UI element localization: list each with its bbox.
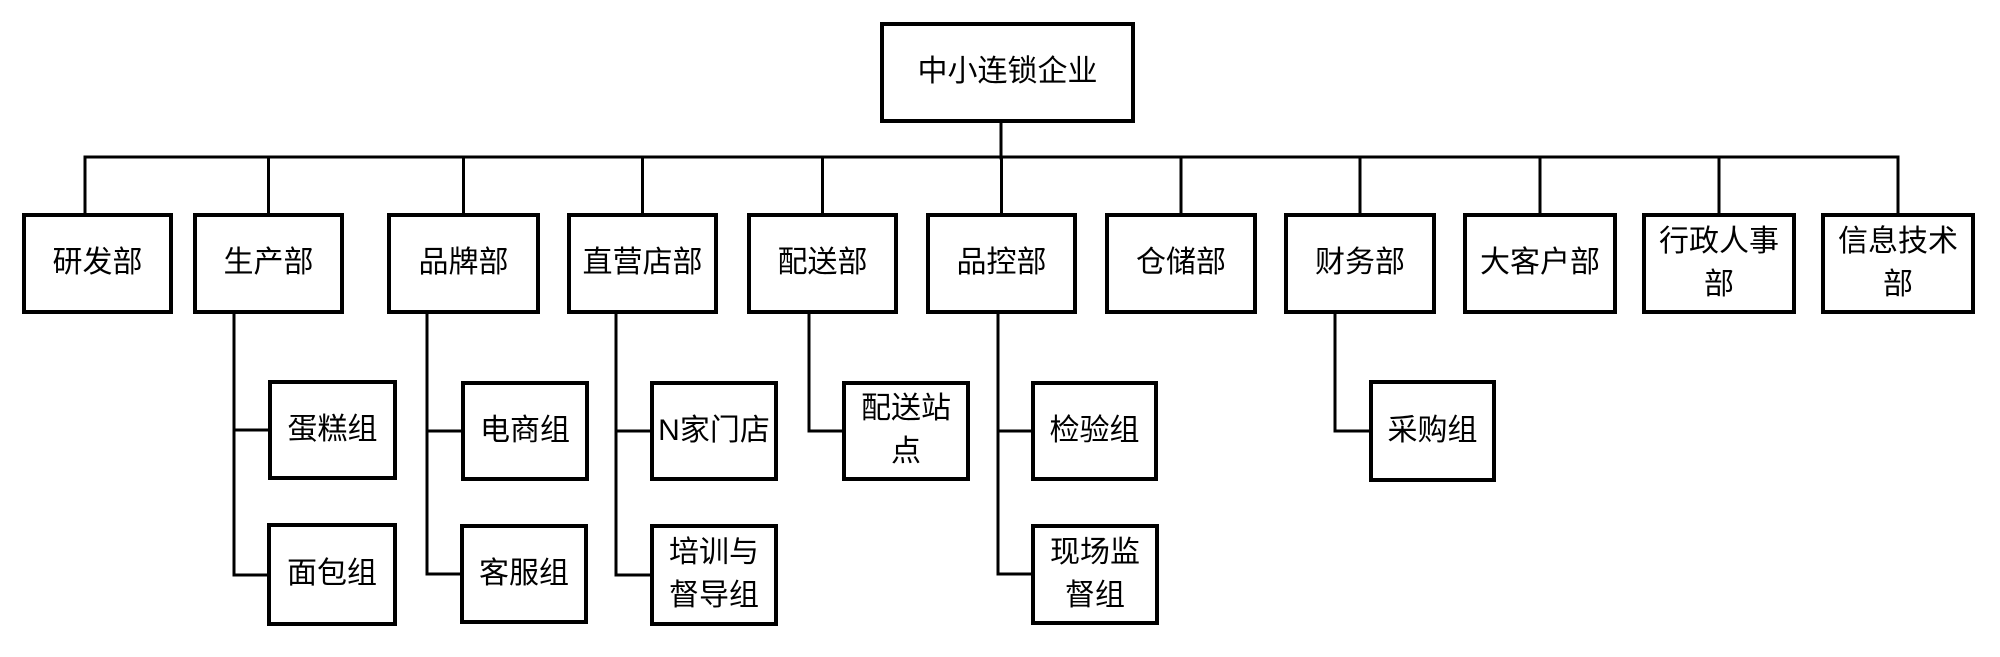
connector-brand-children — [425, 312, 463, 576]
node-production-dept: 生产部 — [193, 213, 344, 314]
connector-quality-children — [996, 312, 1033, 576]
connector-delivery-children — [807, 312, 844, 433]
connector-production-children — [232, 312, 270, 577]
node-delivery-stations: 配送站 点 — [842, 381, 970, 481]
node-bread-team: 面包组 — [267, 523, 397, 626]
node-training-supervision-team: 培训与 督导组 — [650, 524, 778, 626]
connector-direct-store-children — [614, 312, 652, 577]
node-key-account-dept: 大客户部 — [1463, 213, 1617, 314]
node-rd-dept: 研发部 — [22, 213, 173, 314]
node-brand-dept: 品牌部 — [387, 213, 540, 314]
node-warehouse-dept: 仓储部 — [1105, 213, 1257, 314]
node-inspection-team: 检验组 — [1031, 381, 1158, 481]
node-company-root: 中小连锁企业 — [880, 22, 1135, 123]
node-n-stores: N家门店 — [650, 381, 778, 481]
node-finance-dept: 财务部 — [1284, 213, 1436, 314]
connector-dept-stubs — [83, 155, 1900, 215]
node-direct-store-dept: 直营店部 — [567, 213, 718, 314]
node-delivery-dept: 配送部 — [747, 213, 898, 314]
node-it-dept: 信息技术 部 — [1821, 213, 1975, 314]
node-customer-service-team: 客服组 — [460, 524, 588, 624]
connector-finance-children — [1333, 312, 1371, 433]
node-quality-control-dept: 品控部 — [926, 213, 1077, 314]
node-ecommerce-team: 电商组 — [461, 381, 589, 481]
node-cake-team: 蛋糕组 — [268, 380, 397, 480]
node-purchasing-team: 采购组 — [1369, 380, 1496, 482]
node-onsite-supervision-team: 现场监 督组 — [1031, 524, 1159, 625]
node-hr-admin-dept: 行政人事 部 — [1642, 213, 1796, 314]
